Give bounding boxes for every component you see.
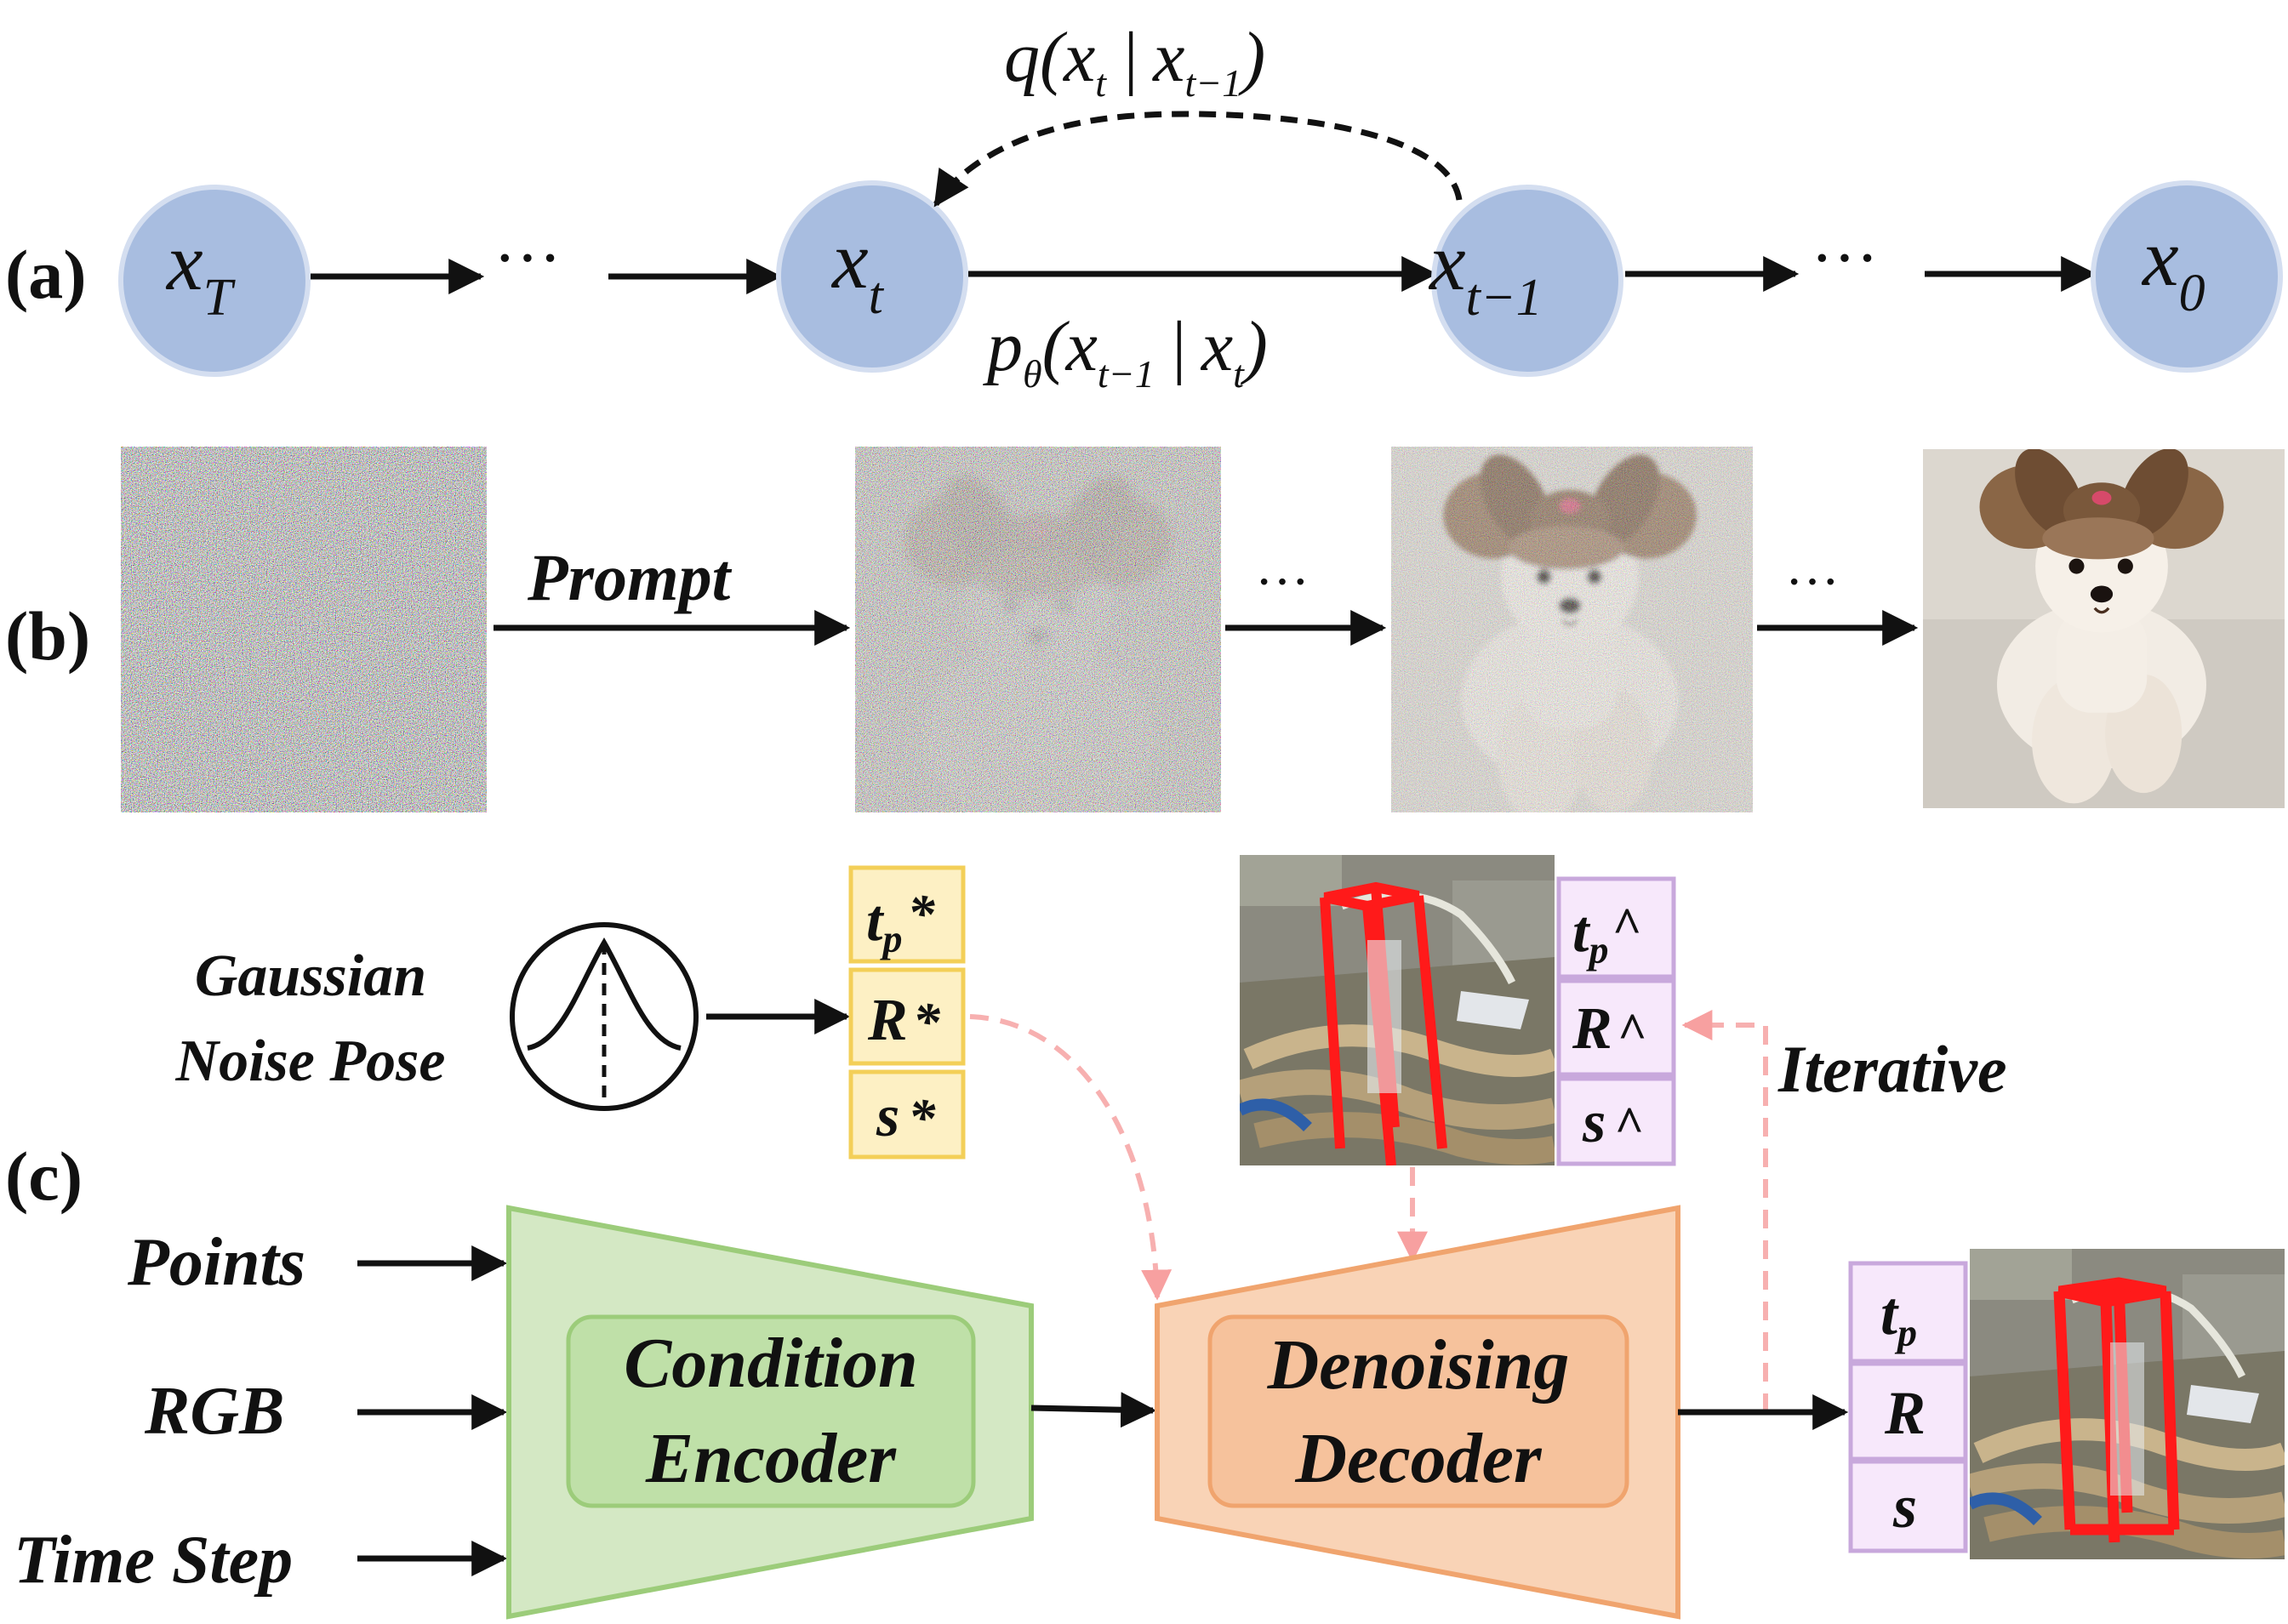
pose-tp: tp	[1880, 1279, 1917, 1354]
chain-node-xt-1: xt−1	[1428, 185, 1623, 377]
noise-image-step2	[1391, 447, 1753, 812]
svg-text:xt: xt	[830, 214, 885, 325]
output-pose-scene-image	[1970, 1249, 2285, 1559]
input-timestep-label: Time Step	[14, 1523, 293, 1598]
noise-pose-vector: tp* R* s*	[848, 865, 966, 1160]
svg-text:xT: xT	[165, 216, 237, 327]
chain-node-x0: x0	[2091, 180, 2283, 373]
forward-process-label: q(xt|xt−1)	[1004, 18, 1265, 105]
noise-image-pure	[121, 447, 487, 812]
decoder-label-line1: Denoising	[1267, 1325, 1570, 1405]
panel-c-label: (c)	[5, 1137, 83, 1215]
gaussian-noise-label-line2: Noise Pose	[175, 1029, 446, 1094]
pose-tp-hat: tp^	[1572, 897, 1641, 972]
chain-ellipsis: ···	[494, 221, 562, 296]
gaussian-curve-icon	[510, 922, 699, 1111]
iterative-label: Iterative	[1777, 1032, 2007, 1106]
denoising-decoder: Denoising Decoder	[1155, 1205, 1680, 1620]
pose-R: R	[1884, 1379, 1926, 1447]
chain-node-xT: xT	[118, 185, 311, 377]
panel-a-label: (a)	[5, 236, 87, 313]
clean-dog-image	[1923, 449, 2285, 808]
forward-dashed-arrow	[933, 111, 1463, 208]
svg-text:x0: x0	[2141, 212, 2205, 322]
chain-ellipsis: ···	[1255, 551, 1309, 612]
pose-tp-star: tp*	[866, 883, 935, 960]
gaussian-noise-label-line1: Gaussian	[195, 943, 426, 1009]
svg-text:xt−1: xt−1	[1428, 216, 1543, 327]
reverse-process-label: pθ(xt−1|xt)	[983, 307, 1268, 396]
chain-node-xt: xt	[776, 180, 968, 373]
pose-R-star: R*	[867, 988, 941, 1053]
pose-R-hat: R^	[1572, 996, 1646, 1062]
decoder-label-line2: Decoder	[1294, 1419, 1543, 1498]
estimated-pose-vector: tp^ R^ s^	[1556, 876, 1676, 1166]
condition-encoder: Condition Encoder	[506, 1205, 1034, 1620]
chain-ellipsis: ···	[1811, 221, 1879, 296]
pose-s: s	[1892, 1473, 1917, 1541]
encoder-label-line2: Encoder	[645, 1419, 897, 1498]
panel-b-label: (b)	[5, 597, 90, 675]
iterative-loop-arrow	[1681, 1010, 1768, 1412]
pose-s-star: s*	[876, 1084, 936, 1149]
encoder-label-line1: Condition	[624, 1324, 917, 1403]
pose-s-hat: s^	[1582, 1090, 1643, 1155]
input-rgb-label: RGB	[144, 1374, 285, 1449]
estimated-pose-scene-image	[1240, 855, 1555, 1165]
noise-image-step1	[855, 447, 1221, 812]
prompt-label: Prompt	[527, 540, 733, 614]
input-points-label: Points	[127, 1225, 305, 1300]
noise-pose-to-decoder-arrow	[969, 1014, 1173, 1301]
output-pose-vector: tp R s	[1848, 1261, 1968, 1553]
chain-ellipsis: ···	[1785, 551, 1840, 612]
encoder-to-decoder-arrow	[1030, 1392, 1157, 1428]
